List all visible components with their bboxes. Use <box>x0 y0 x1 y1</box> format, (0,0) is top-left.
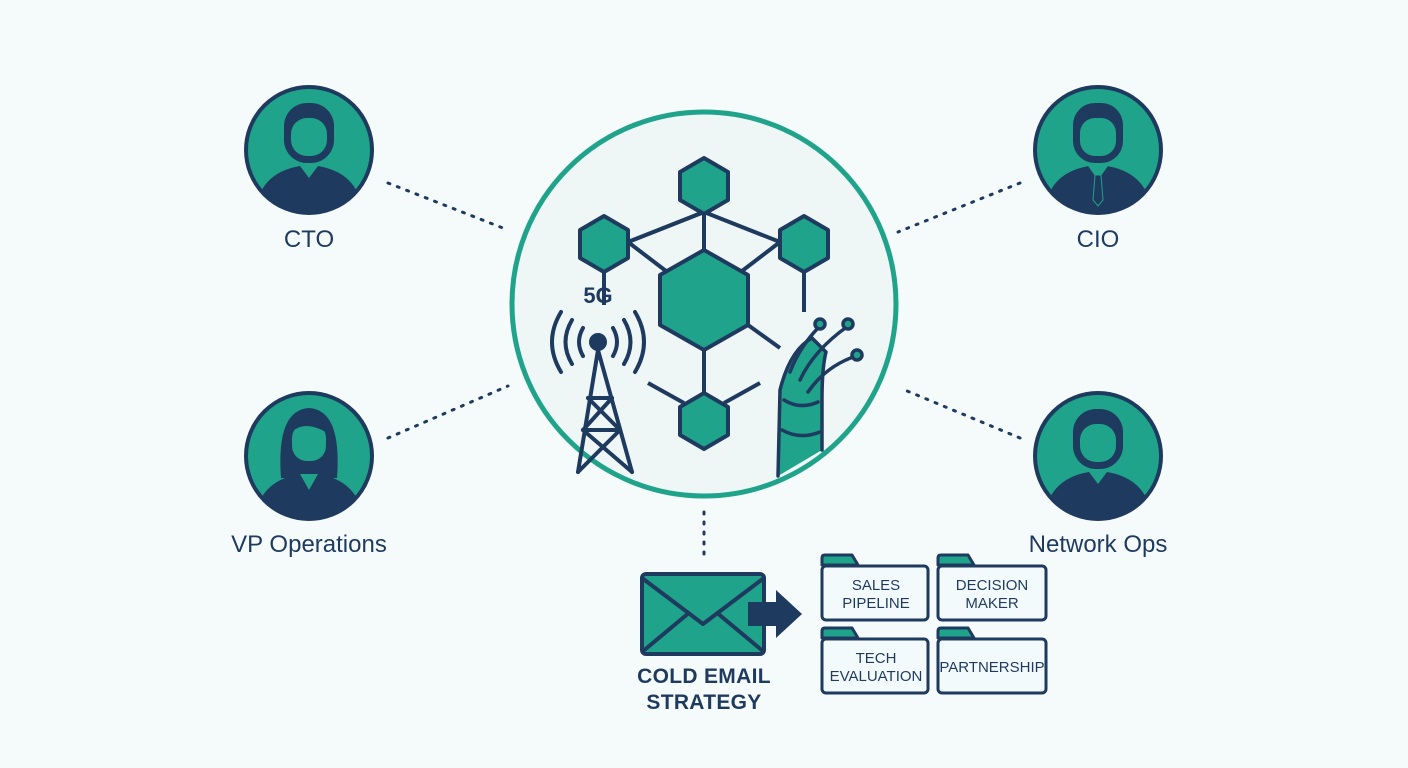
folder-label-tech-evaluation: TECH EVALUATION <box>830 650 923 686</box>
person-icon <box>255 103 363 212</box>
person-tie-icon <box>1044 103 1152 212</box>
email-caption-line2: STRATEGY <box>646 691 762 714</box>
fiber-optic-icon <box>776 317 864 478</box>
connector-vp-operations <box>386 384 510 440</box>
label-cio: CIO <box>1076 226 1120 253</box>
folder-label-line: SALES <box>851 577 901 594</box>
arrow-right-icon <box>748 590 802 638</box>
avatar-cto[interactable] <box>244 85 374 215</box>
folder-tech-evaluation[interactable] <box>820 626 930 695</box>
label-network-ops: Network Ops <box>1028 531 1168 558</box>
envelope-icon[interactable] <box>640 572 766 656</box>
folder-label-partnership: PARTNERSHIP <box>939 659 1044 677</box>
folder-label-decision-maker: DECISION MAKER <box>956 577 1029 613</box>
label-5g: 5G <box>583 283 613 308</box>
person-icon <box>1044 409 1152 518</box>
folder-partnership[interactable] <box>936 626 1048 695</box>
network-hexagon-icon <box>578 156 830 451</box>
avatar-network-ops[interactable] <box>1033 391 1163 521</box>
email-caption: COLD EMAIL STRATEGY <box>637 664 771 716</box>
folder-decision-maker[interactable] <box>936 553 1048 622</box>
person-woman-icon <box>255 408 363 518</box>
connector-cto <box>386 181 510 232</box>
folder-label-line: DECISION <box>955 577 1029 594</box>
avatar-vp-operations[interactable] <box>244 391 374 521</box>
email-caption-line1: COLD EMAIL <box>637 665 771 688</box>
folder-label-line: PARTNERSHIP <box>939 659 1045 676</box>
folder-label-line: MAKER <box>965 595 1019 612</box>
folder-label-line: TECH <box>855 650 897 667</box>
folder-label-line: EVALUATION <box>829 668 923 685</box>
connector-lines <box>386 181 1022 564</box>
cell-tower-icon <box>550 310 646 474</box>
folder-label-line: PIPELINE <box>842 595 910 612</box>
connector-cio <box>896 181 1022 234</box>
folder-label-sales-pipeline: SALES PIPELINE <box>842 577 910 613</box>
avatar-cio[interactable] <box>1033 85 1163 215</box>
connector-network-ops <box>898 386 1022 440</box>
label-vp-operations: VP Operations <box>231 531 387 558</box>
folder-sales-pipeline[interactable] <box>820 553 930 622</box>
label-cto: CTO <box>283 226 335 253</box>
